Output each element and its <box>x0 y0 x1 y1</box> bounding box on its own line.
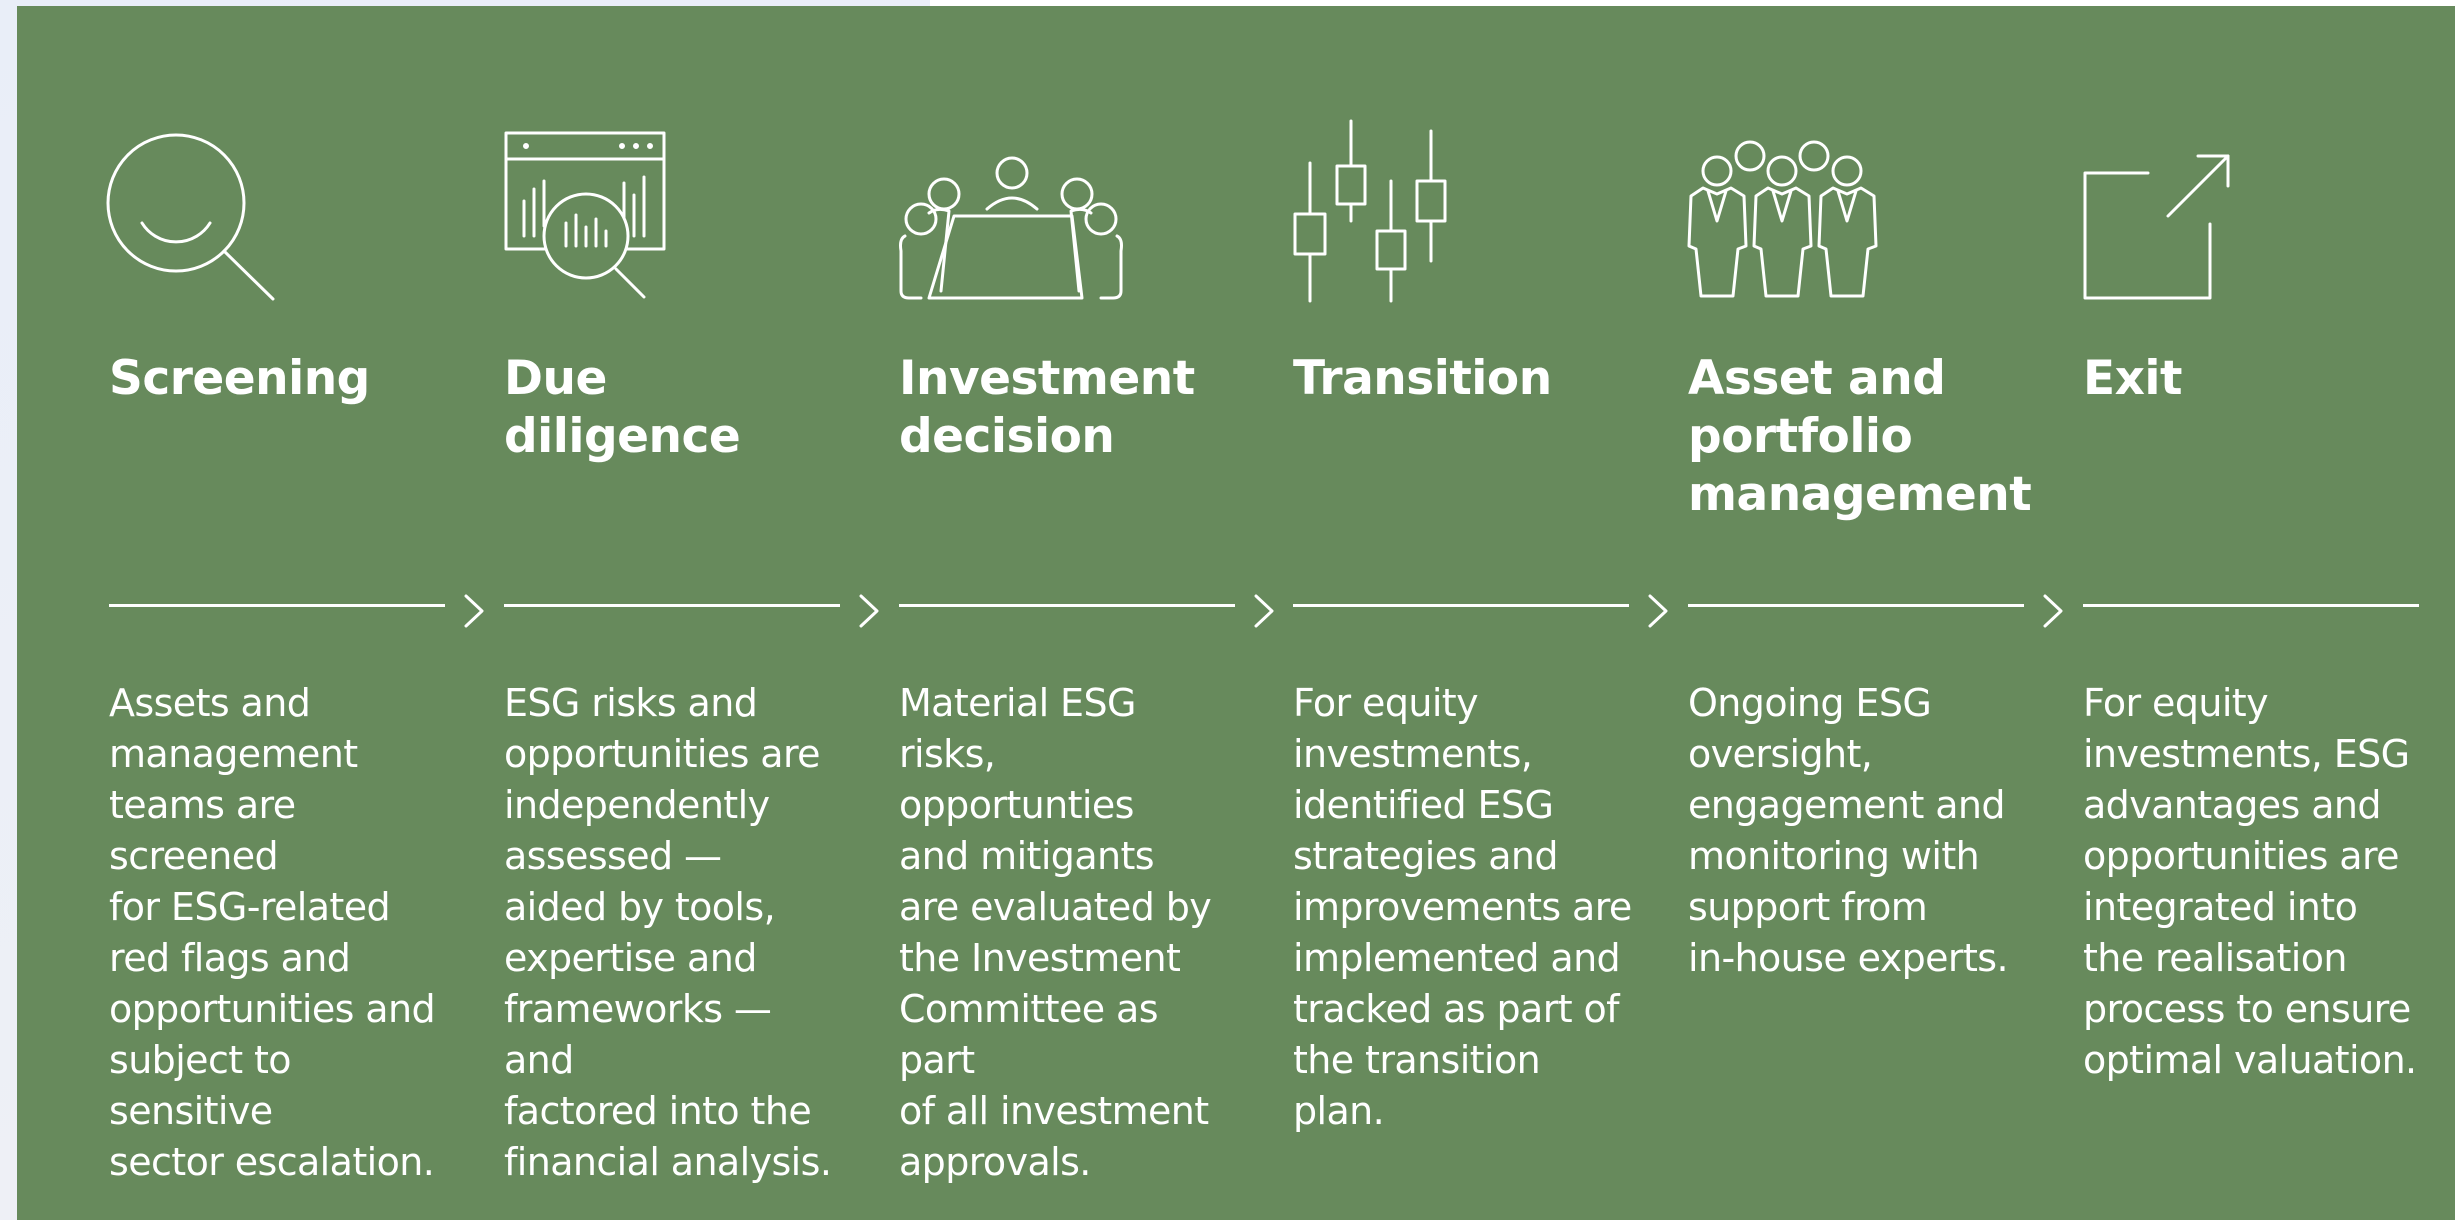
team-people-icon <box>1687 111 1928 311</box>
step-title: Investment decision <box>899 351 1195 464</box>
meeting-table-icon <box>899 111 1139 311</box>
data-analysis-magnifier-icon <box>504 111 744 311</box>
step-title: Due diligence <box>504 351 741 464</box>
step-title: Exit <box>2083 351 2183 406</box>
step-title: Screening <box>109 351 370 406</box>
timeline-rule <box>109 604 445 607</box>
timeline-rule <box>504 604 840 607</box>
chevron-right-icon <box>2041 593 2067 629</box>
step-title: Transition <box>1293 351 1552 406</box>
top-border-strip <box>930 0 2455 6</box>
step-description: For equity investments, ESG advantages a… <box>2083 681 2417 1082</box>
chevron-right-icon <box>857 593 883 629</box>
timeline-rule <box>2083 604 2419 607</box>
chevron-right-icon <box>1252 593 1278 629</box>
chevron-right-icon <box>1646 593 1672 629</box>
step-description: For equity investments, identified ESG s… <box>1293 681 1632 1133</box>
step-description: ESG risks and opportunities are independ… <box>504 681 832 1184</box>
exit-arrow-icon <box>2083 111 2323 311</box>
magnifier-icon <box>106 111 349 311</box>
step-title: Asset and portfolio management <box>1688 351 2032 522</box>
chevron-right-icon <box>462 593 488 629</box>
step-description: Assets and management teams are screened… <box>109 681 436 1184</box>
esg-process-panel: Screening Assets and management teams ar… <box>17 6 2455 1220</box>
step-description: Material ESG risks, opportunties and mit… <box>899 681 1212 1184</box>
timeline-rule <box>899 604 1235 607</box>
candlestick-chart-icon <box>1293 111 1533 311</box>
timeline-rule <box>1688 604 2024 607</box>
timeline-rule <box>1293 604 1629 607</box>
step-description: Ongoing ESG oversight, engagement and mo… <box>1688 681 2009 980</box>
